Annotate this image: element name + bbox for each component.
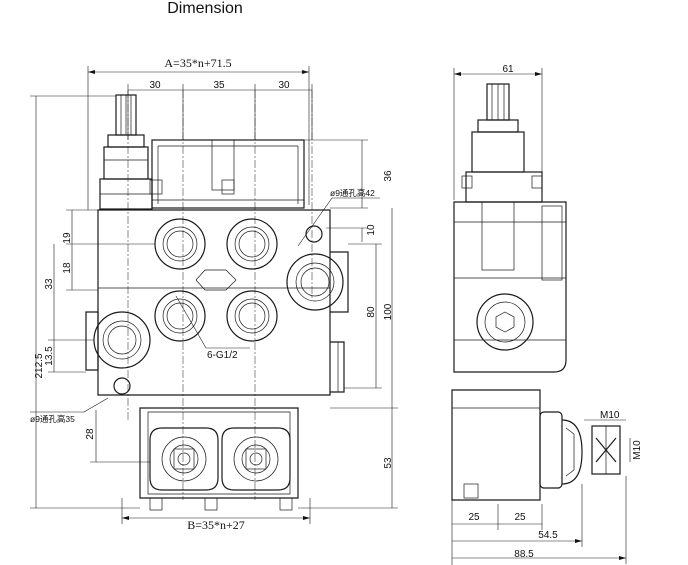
right-dim-label: 10 (366, 224, 377, 236)
dim-right-group: 36 10 80 100 53 (298, 139, 398, 509)
spacing-label: 30 (149, 80, 161, 91)
bottom-dim-label: 25 (468, 512, 480, 523)
page-title: Dimension (167, 0, 243, 17)
spacing-label: 35 (213, 80, 225, 91)
side-stem (461, 83, 543, 203)
top-cover (149, 139, 305, 209)
port-label: 6-G1/2 (207, 350, 238, 361)
valve-body (85, 209, 349, 396)
right-dim-label: 53 (383, 457, 394, 469)
side-body (453, 201, 567, 373)
front-view: A=35*n+71.5 30 35 30 (30, 56, 398, 532)
bottom-section (139, 407, 299, 511)
dim-side-bottom: 25 25 54.5 88.5 (451, 476, 627, 565)
left-dim-label: 13.5 (44, 346, 55, 366)
thread-top-label: M10 (600, 410, 620, 421)
center-lines (127, 90, 313, 500)
dim-width-a: A=35*n+71.5 (87, 56, 310, 210)
left-dim-label: 18 (62, 262, 73, 274)
dim-overall-height: 212.5 (30, 95, 140, 509)
base-formula-label: B=35*n+27 (187, 518, 245, 532)
mounting-hole-top (305, 225, 323, 243)
side-view: 61 (451, 64, 643, 565)
dim-left-group: 19 18 33 13.5 28 (44, 209, 155, 463)
dim-top-width: 61 (453, 64, 543, 200)
dim-base-b: B=35*n+27 (121, 498, 311, 532)
right-dim-label: 100 (383, 303, 394, 320)
port-group (93, 218, 344, 369)
bottom-dim-label: 25 (514, 512, 526, 523)
left-dim-label: 33 (44, 278, 55, 290)
width-formula-label: A=35*n+71.5 (164, 56, 231, 70)
spacing-label: 30 (278, 80, 290, 91)
mid-dim-label: 54.5 (538, 530, 558, 541)
dim-top-spacings: 30 35 30 (127, 80, 313, 140)
hole-bottom-label: ø9通孔高35 (30, 414, 75, 424)
top-width-label: 61 (502, 64, 514, 75)
mounting-hole-bottom (113, 377, 131, 395)
right-dim-label: 80 (366, 306, 377, 318)
left-dim-label: 28 (85, 428, 96, 440)
total-dim-label: 88.5 (514, 549, 534, 560)
thread-right-label: M10 (632, 440, 643, 460)
side-fitting: M10 M10 (584, 410, 643, 475)
hole-top-label: ø9通孔高42 (330, 188, 375, 198)
spool-stem (99, 94, 153, 210)
right-dim-label: 36 (383, 170, 394, 182)
overall-height-label: 212.5 (34, 353, 45, 378)
callouts: ø9通孔高42 6-G1/2 ø9通孔高35 (30, 188, 380, 424)
left-dim-label: 19 (62, 232, 73, 244)
side-lower (451, 389, 583, 501)
